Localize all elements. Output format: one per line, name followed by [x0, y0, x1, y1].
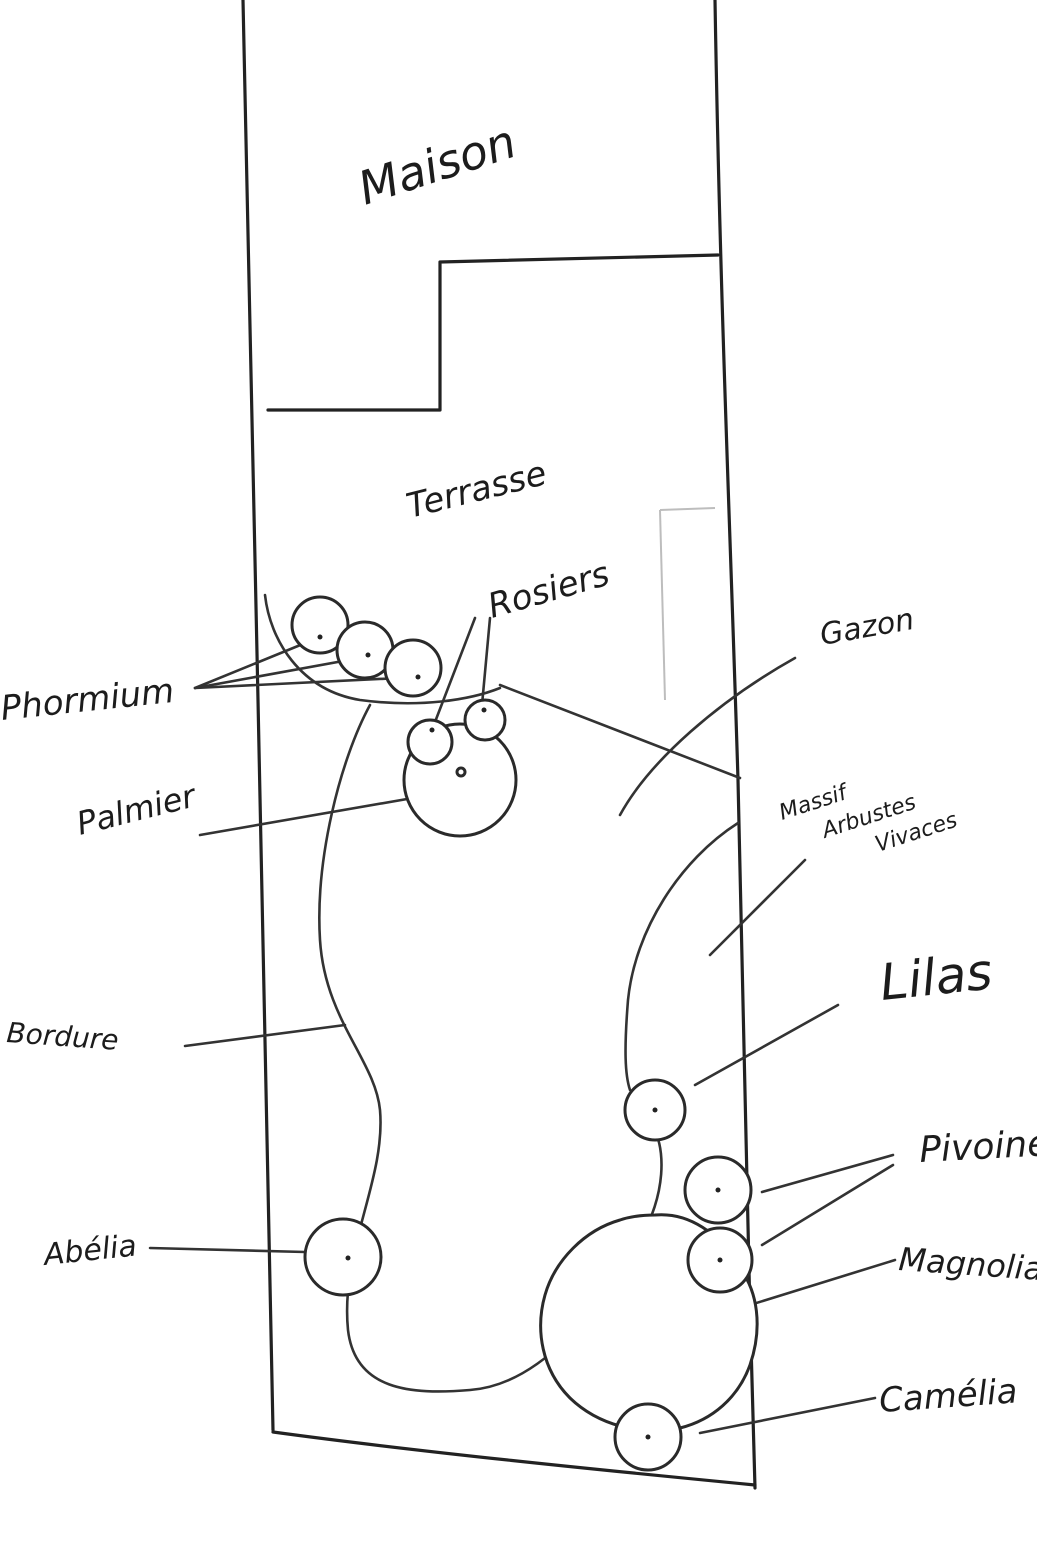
leader-lines [148, 616, 897, 1435]
camelia-label: Camélia [878, 1371, 1019, 1421]
maison-label: Maison [352, 114, 523, 215]
house-outline [266, 253, 720, 412]
abelia-plant [303, 1217, 383, 1297]
camelia-plant [613, 1402, 683, 1472]
rosier-plant-2 [463, 698, 507, 742]
magnolia-label: Magnolia [897, 1240, 1037, 1288]
gazon-label: Gazon [817, 602, 916, 653]
terrasse-label: Terrasse [403, 453, 551, 526]
plants [290, 595, 759, 1472]
labels: Maison Terrasse Rosiers Gazon Phormium P… [0, 114, 1037, 1421]
phormium-plant-1 [290, 595, 350, 655]
rosiers-label: Rosiers [483, 554, 613, 627]
massif-curve [624, 821, 740, 1092]
abelia-label: Abélia [40, 1228, 138, 1273]
pivoine-label: Pivoine [918, 1123, 1037, 1171]
palmier-label: Palmier [73, 776, 201, 843]
lilas-plant [623, 1078, 687, 1142]
pivoine-plant-2 [686, 1226, 754, 1294]
rosier-plant-1 [406, 718, 454, 766]
lilas-label: Lilas [877, 943, 995, 1012]
terrace-edge-curve [263, 593, 502, 705]
phormium-label: Phormium [0, 671, 176, 729]
bordure-label: Bordure [6, 1016, 120, 1057]
pivoine-plant-1 [683, 1155, 753, 1225]
phormium-plant-3 [383, 638, 443, 698]
